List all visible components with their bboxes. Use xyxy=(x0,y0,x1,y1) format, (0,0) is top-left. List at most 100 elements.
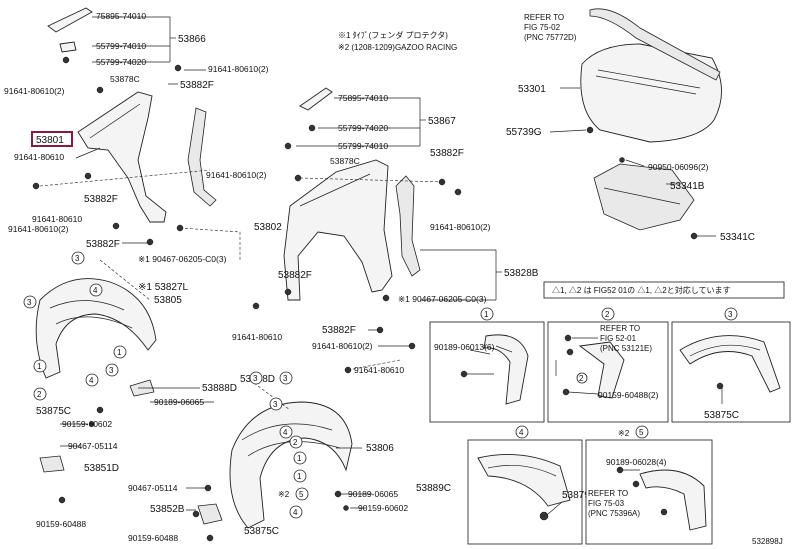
refer-note: REFER TO xyxy=(524,13,564,22)
part-label[interactable]: 90467-05114 xyxy=(68,441,118,451)
seal-pad-icon xyxy=(59,41,77,53)
part-label[interactable]: 53882F xyxy=(430,148,464,159)
refer-note: (PNC 75396A) xyxy=(588,509,640,518)
part-label[interactable]: 55799-74010 xyxy=(96,41,146,51)
part-label[interactable]: 91641-80610(2) xyxy=(312,341,373,351)
part-label[interactable]: ※1 90467-06205-C0(3) xyxy=(398,294,487,304)
part-label[interactable]: 53851D xyxy=(84,463,119,474)
fender-liner-rear-group xyxy=(186,379,372,542)
part-label[interactable]: 53882F xyxy=(322,325,356,336)
part-label[interactable]: 90950-06096(2) xyxy=(648,162,709,172)
part-label[interactable]: 53875C xyxy=(244,526,279,537)
part-label[interactable]: 53878C xyxy=(110,74,140,84)
svg-text:3: 3 xyxy=(273,400,278,409)
part-label[interactable]: 53879R xyxy=(562,490,597,501)
part-label[interactable]: 90159-60602 xyxy=(358,503,408,513)
part-label[interactable]: 53828B xyxy=(504,268,539,279)
legend-box xyxy=(543,281,785,299)
hood-trim-icon xyxy=(589,8,721,81)
refer-note: FIG 52-01 xyxy=(600,334,637,343)
part-label[interactable]: 91641-80610(2) xyxy=(208,64,269,74)
refer-note: FIG 75-03 xyxy=(588,499,625,508)
part-label[interactable]: 90159-60488 xyxy=(36,519,86,529)
part-label[interactable]: 53888D xyxy=(202,383,237,394)
part-label[interactable]: 53806 xyxy=(366,443,394,454)
svg-text:1: 1 xyxy=(117,348,122,357)
part-label[interactable]: 53875C xyxy=(36,406,71,417)
part-label[interactable]: 53882F xyxy=(84,194,118,205)
svg-text:4: 4 xyxy=(293,508,298,517)
part-label[interactable]: 90159-60488 xyxy=(128,533,178,543)
svg-text:3: 3 xyxy=(283,374,288,383)
part-label[interactable]: 53882F xyxy=(86,239,120,250)
svg-text:※2: ※2 xyxy=(278,490,290,499)
legend-text: △1, △2 は FIG52 01の △1, △2と対応しています xyxy=(552,285,730,295)
highlighted-part-box xyxy=(31,131,73,147)
detail-panel-1: 1 xyxy=(429,307,545,423)
part-label[interactable]: 90159-60602 xyxy=(62,419,112,429)
part-label[interactable]: 90189-06028(4) xyxy=(606,457,667,467)
part-label[interactable]: 53882F xyxy=(278,270,312,281)
part-label[interactable]: 90189-06013(6) xyxy=(434,342,495,352)
fender-right-group xyxy=(252,87,502,374)
part-label[interactable]: 90189-06065 xyxy=(348,489,398,499)
part-label[interactable]: 53882F xyxy=(180,80,214,91)
part-label[interactable]: 55799-74010 xyxy=(338,141,388,151)
part-label[interactable]: 53341C xyxy=(720,232,755,243)
part-label[interactable]: 91641-80610 xyxy=(14,152,64,162)
fender-liner-strip-icon xyxy=(187,107,217,207)
part-label[interactable]: ※1 90467-06205-C0(3) xyxy=(138,254,227,264)
part-label[interactable]: 55799-74020 xyxy=(338,123,388,133)
svg-text:3: 3 xyxy=(27,298,32,307)
svg-text:2: 2 xyxy=(579,374,584,383)
clip-icon xyxy=(62,56,70,64)
hood-panel-icon xyxy=(580,43,722,143)
svg-text:4: 4 xyxy=(89,376,94,385)
part-label[interactable]: 53878C xyxy=(330,156,360,166)
svg-text:4: 4 xyxy=(283,428,288,437)
part-label[interactable]: 53805 xyxy=(154,295,182,306)
part-label[interactable]: 53301 xyxy=(518,84,546,95)
part-label[interactable]: 55799-74020 xyxy=(96,57,146,67)
part-label[interactable]: 90467-05114 xyxy=(128,483,178,493)
svg-text:3: 3 xyxy=(253,374,258,383)
part-label[interactable]: 91641-80610 xyxy=(32,214,82,224)
part-label[interactable]: 91641-80610(2) xyxy=(206,170,267,180)
svg-text:5: 5 xyxy=(639,428,644,437)
part-label[interactable]: 55739G xyxy=(506,127,542,138)
part-label[interactable]: 75895-74010 xyxy=(96,11,146,21)
part-label[interactable]: 75895-74010 xyxy=(338,93,388,103)
part-label[interactable]: 90189-06065 xyxy=(154,397,204,407)
part-label[interactable]: 91641-80610 xyxy=(232,332,282,342)
svg-text:※2: ※2 xyxy=(618,429,630,438)
part-label[interactable]: 53867 xyxy=(428,116,456,127)
fender-liner-icon xyxy=(229,401,353,529)
svg-text:2: 2 xyxy=(605,310,610,319)
note-gazoo: ※2 (1208-1209)GAZOO RACING xyxy=(338,43,457,52)
part-label[interactable]: 91641-80610(2) xyxy=(430,222,491,232)
front-fender-panel-icon xyxy=(283,159,393,301)
svg-text:1: 1 xyxy=(37,362,42,371)
part-label[interactable]: 53889C xyxy=(416,483,451,494)
refer-note: REFER TO xyxy=(588,489,628,498)
part-label[interactable]: 90159-60488(2) xyxy=(598,390,659,400)
part-label[interactable]: 91641-80610(2) xyxy=(4,86,65,96)
fender-liner-strip-icon xyxy=(395,175,421,277)
part-label-53801[interactable]: 53801 xyxy=(36,135,64,146)
part-label[interactable]: 53852B xyxy=(150,504,185,515)
detail-panel-4: 4 xyxy=(467,425,583,545)
svg-text:4: 4 xyxy=(93,286,98,295)
front-fender-panel-icon xyxy=(77,91,167,223)
part-label[interactable]: 53875C xyxy=(704,410,739,421)
svg-text:1: 1 xyxy=(297,472,302,481)
part-label[interactable]: 91641-80610 xyxy=(354,365,404,375)
part-label[interactable]: 53866 xyxy=(178,34,206,45)
part-label[interactable]: 53802 xyxy=(254,222,282,233)
part-label[interactable]: 53341B xyxy=(670,181,705,192)
part-label[interactable]: ※1 53827L xyxy=(138,282,189,293)
detail-panel-5: ※2 5 xyxy=(585,425,713,545)
hood-bracket-icon xyxy=(593,163,695,231)
part-label[interactable]: 91641-80610(2) xyxy=(8,224,69,234)
svg-text:5: 5 xyxy=(299,490,304,499)
